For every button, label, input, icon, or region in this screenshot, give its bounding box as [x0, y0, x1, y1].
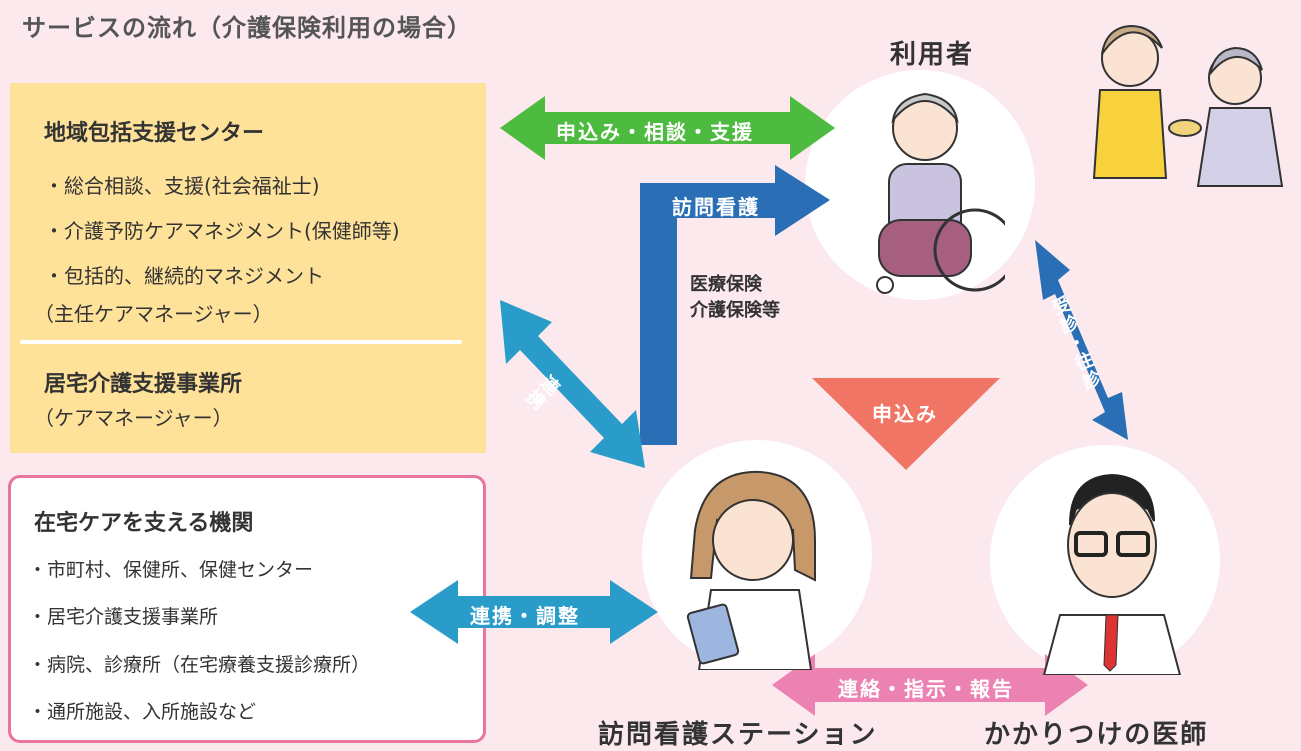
regional-center-item: （主任ケアマネージャー） [34, 302, 273, 326]
insurance-note-1: 医療保険 [690, 274, 762, 295]
elderly-wheelchair-illustration [876, 92, 1005, 294]
coral-triangle [812, 378, 1000, 470]
regional-center-item: ・総合相談、支援(社会福祉士) [44, 174, 320, 198]
support-orgs-item: ・市町村、保健所、保健センター [28, 559, 314, 581]
support-orgs-item: ・病院、診療所（在宅療養支援診療所） [28, 654, 371, 676]
support-orgs-panel [8, 475, 486, 743]
station-label: 訪問看護ステーション [598, 720, 878, 750]
blue-diagonal-arrow [1035, 240, 1128, 440]
contact-report-label: 連絡・指示・報告 [838, 677, 1014, 701]
page-title: サービスの流れ（介護保険利用の場合） [22, 14, 472, 42]
coop-adjust-label: 連携・調整 [470, 604, 580, 628]
green-double-arrow [500, 96, 835, 160]
regional-center-heading: 地域包括支援センター [44, 121, 265, 146]
pink-horizontal-arrow [772, 654, 1088, 716]
doctor-label: かかりつけの医師 [984, 720, 1209, 750]
teal-diagonal-arrow [500, 300, 645, 468]
apply-label: 申込み [872, 402, 938, 426]
regional-center-item: ・介護予防ケアマネジメント(保健師等) [44, 219, 400, 243]
panel-divider [20, 340, 462, 344]
user-label: 利用者 [890, 40, 975, 70]
insurance-note-2: 介護保険等 [690, 300, 780, 321]
doctor-illustration [1042, 473, 1182, 675]
regional-center-panel [10, 83, 486, 453]
care-office-heading: 居宅介護支援事業所 [44, 372, 243, 397]
support-orgs-heading: 在宅ケアを支える機関 [34, 511, 254, 536]
nurse-illustration [686, 470, 816, 670]
support-orgs-item: ・居宅介護支援事業所 [28, 606, 219, 628]
care-office-item: （ケアマネージャー） [34, 406, 233, 430]
blue-l-arrow [640, 165, 830, 445]
support-orgs-item: ・通所施設、入所施設など [28, 701, 257, 723]
regional-center-item: ・包括的、継続的マネジメント [44, 264, 324, 288]
teal-horizontal-arrow [410, 580, 658, 644]
caregiver-feeding-illustration [1092, 24, 1284, 187]
visit-nursing-label: 訪問看護 [672, 195, 760, 219]
apply-consult-label: 申込み・相談・支援 [556, 120, 754, 144]
